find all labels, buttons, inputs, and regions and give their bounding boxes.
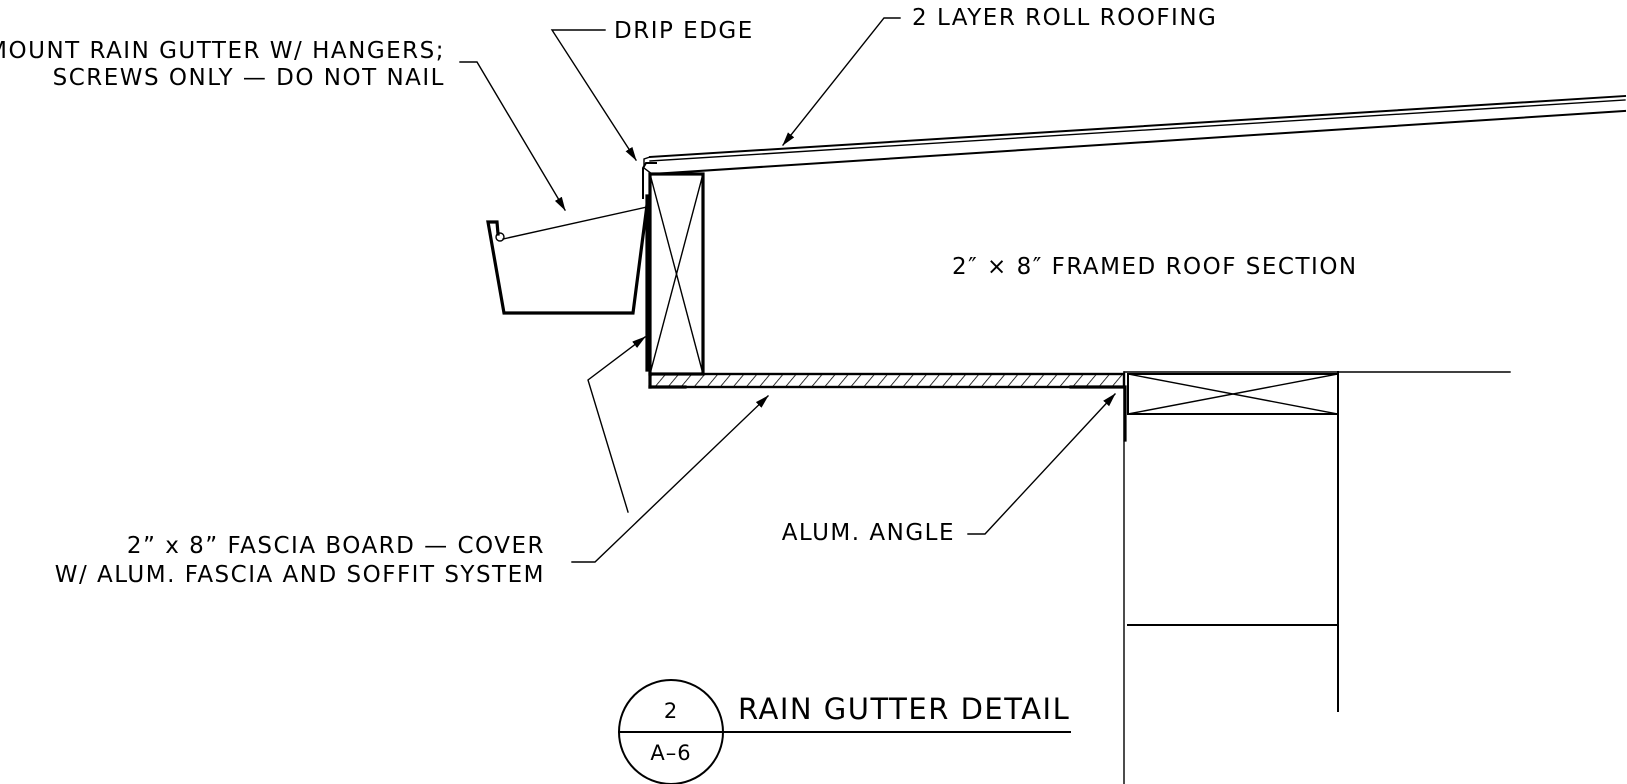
roof-deck-line [650, 109, 1627, 176]
fascia-board [648, 172, 705, 376]
fascia-leader-b [571, 395, 769, 563]
alum-angle-profile [1069, 385, 1127, 442]
drip-edge-leader [550, 29, 637, 161]
roofing-second-line [649, 99, 1626, 162]
gutter-leader [459, 61, 566, 211]
wall-framing [1123, 371, 1511, 784]
roofing-top-line [648, 94, 1627, 159]
alum-angle-label: ALUM. ANGLE [782, 520, 955, 546]
roofing-edge-wrap [643, 156, 653, 175]
roofing-label: 2 LAYER ROLL ROOFING [912, 5, 1217, 31]
gutter-note-line1: MOUNT RAIN GUTTER W/ HANGERS; [0, 38, 445, 64]
soffit [648, 372, 1126, 389]
detail-tag: 2 A–6 RAIN GUTTER DETAIL [618, 679, 1071, 784]
fascia-leader-a [587, 336, 646, 513]
roofing-leader [782, 17, 901, 146]
leaders [459, 17, 1116, 563]
detail-title: RAIN GUTTER DETAIL [738, 692, 1070, 726]
drip-edge-profile [642, 162, 657, 199]
fascia-note-line2: W/ ALUM. FASCIA AND SOFFIT SYSTEM [55, 562, 545, 588]
drip-edge-label: DRIP EDGE [614, 18, 754, 44]
detail-sheet: A–6 [650, 741, 691, 765]
alum-angle-leader [967, 393, 1116, 535]
labels: MOUNT RAIN GUTTER W/ HANGERS; SCREWS ONL… [0, 5, 1358, 588]
rain-gutter [486, 203, 649, 315]
fascia-note-line1: 2” x 8” FASCIA BOARD — COVER [127, 533, 545, 559]
gutter-note-line2: SCREWS ONLY — DO NOT NAIL [53, 65, 445, 91]
roof-assembly [643, 94, 1627, 176]
detail-number: 2 [664, 699, 678, 723]
roof-section-label: 2″ × 8″ FRAMED ROOF SECTION [952, 254, 1358, 280]
